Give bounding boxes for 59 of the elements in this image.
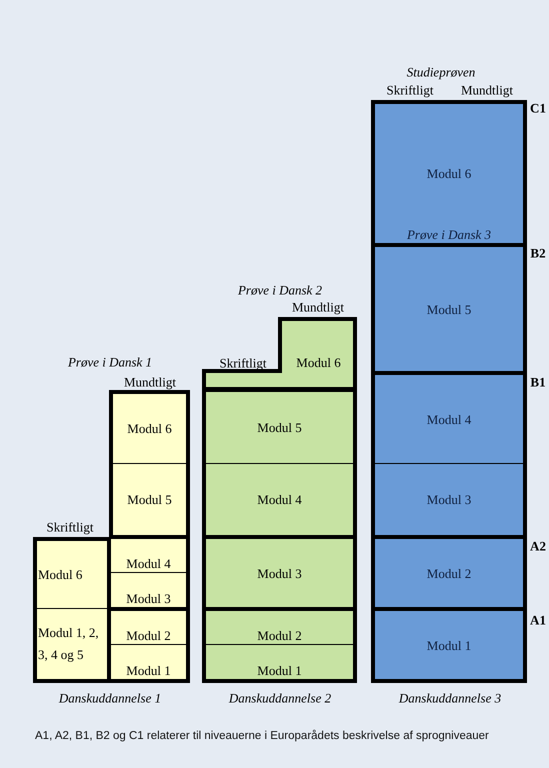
- module-label: Modul 5: [127, 492, 172, 507]
- module-box: [371, 537, 527, 609]
- level-marker: B2: [530, 246, 546, 260]
- module-label: Modul 6: [127, 421, 172, 436]
- module-box: [109, 464, 190, 537]
- module-box: [109, 609, 190, 645]
- module-box: [371, 245, 527, 373]
- exam-part-label: Skriftligt: [46, 520, 94, 534]
- module-label: Modul 1: [126, 663, 171, 678]
- module-box: [202, 317, 357, 390]
- module-label: Modul 3: [126, 591, 171, 606]
- module-label: Modul 3: [257, 566, 302, 580]
- exam-part-label: Mundtligt: [292, 300, 344, 314]
- module-box: [202, 464, 357, 537]
- level-marker: A1: [530, 612, 546, 628]
- footnote: A1, A2, B1, B2 og C1 relaterer til niveauerne i Europarådets beskrivelse af sprogniveauer: [35, 729, 489, 744]
- module-box: [202, 537, 357, 609]
- module-label: Modul 4: [426, 412, 472, 426]
- module-label: Modul 1: [426, 638, 472, 652]
- module-box: [33, 537, 109, 609]
- module-label: Modul 1, 2, 3, 4 og 5: [38, 624, 100, 664]
- exam-title: Studieprøven: [406, 64, 476, 80]
- module-label: Modul 2: [126, 628, 171, 643]
- level-marker: A2: [530, 538, 546, 554]
- module-box: [202, 645, 357, 683]
- level-marker: C1: [530, 100, 546, 116]
- exam-title: Prøve i Dansk 3: [406, 227, 492, 242]
- module-box: [33, 609, 109, 683]
- module-label: Modul 4: [126, 556, 171, 571]
- course-label: Danskuddannelse 3: [398, 690, 502, 706]
- module-label: Modul 2: [257, 628, 302, 643]
- module-label: Modul 3: [426, 492, 472, 507]
- module-box: [371, 100, 527, 245]
- module-label: Modul 2: [426, 566, 472, 580]
- module-box: [109, 573, 190, 609]
- module-label: Modul 1: [257, 663, 302, 678]
- module-label: Modul 6: [295, 355, 342, 370]
- course-label: Danskuddannelse 1: [58, 690, 162, 706]
- module-box: [202, 390, 357, 464]
- module-label: Modul 5: [257, 420, 302, 435]
- exam-part-label: Mundtligt: [124, 374, 176, 390]
- module-box: [109, 537, 190, 573]
- exam-part-label: Skriftligt: [220, 356, 266, 370]
- course-label: Danskuddannelse 2: [228, 690, 332, 706]
- exam-title: Prøve i Dansk 1: [68, 354, 152, 370]
- module-box: [109, 645, 190, 683]
- exam-title: Prøve i Dansk 2: [238, 282, 322, 298]
- module-label: Modul 4: [257, 492, 302, 507]
- module-label: Modul 6: [38, 567, 82, 582]
- module-box: [371, 373, 527, 464]
- module-box: [109, 390, 190, 464]
- level-marker: B1: [530, 374, 546, 390]
- module-box: [371, 609, 527, 683]
- module-label: Modul 6: [426, 166, 472, 181]
- module-box: [371, 464, 527, 537]
- exam-part-label: Skriftligt: [386, 82, 434, 98]
- module-label: Modul 5: [426, 302, 472, 316]
- exam-part-label: Mundtligt: [461, 82, 513, 98]
- module-box: [202, 609, 357, 645]
